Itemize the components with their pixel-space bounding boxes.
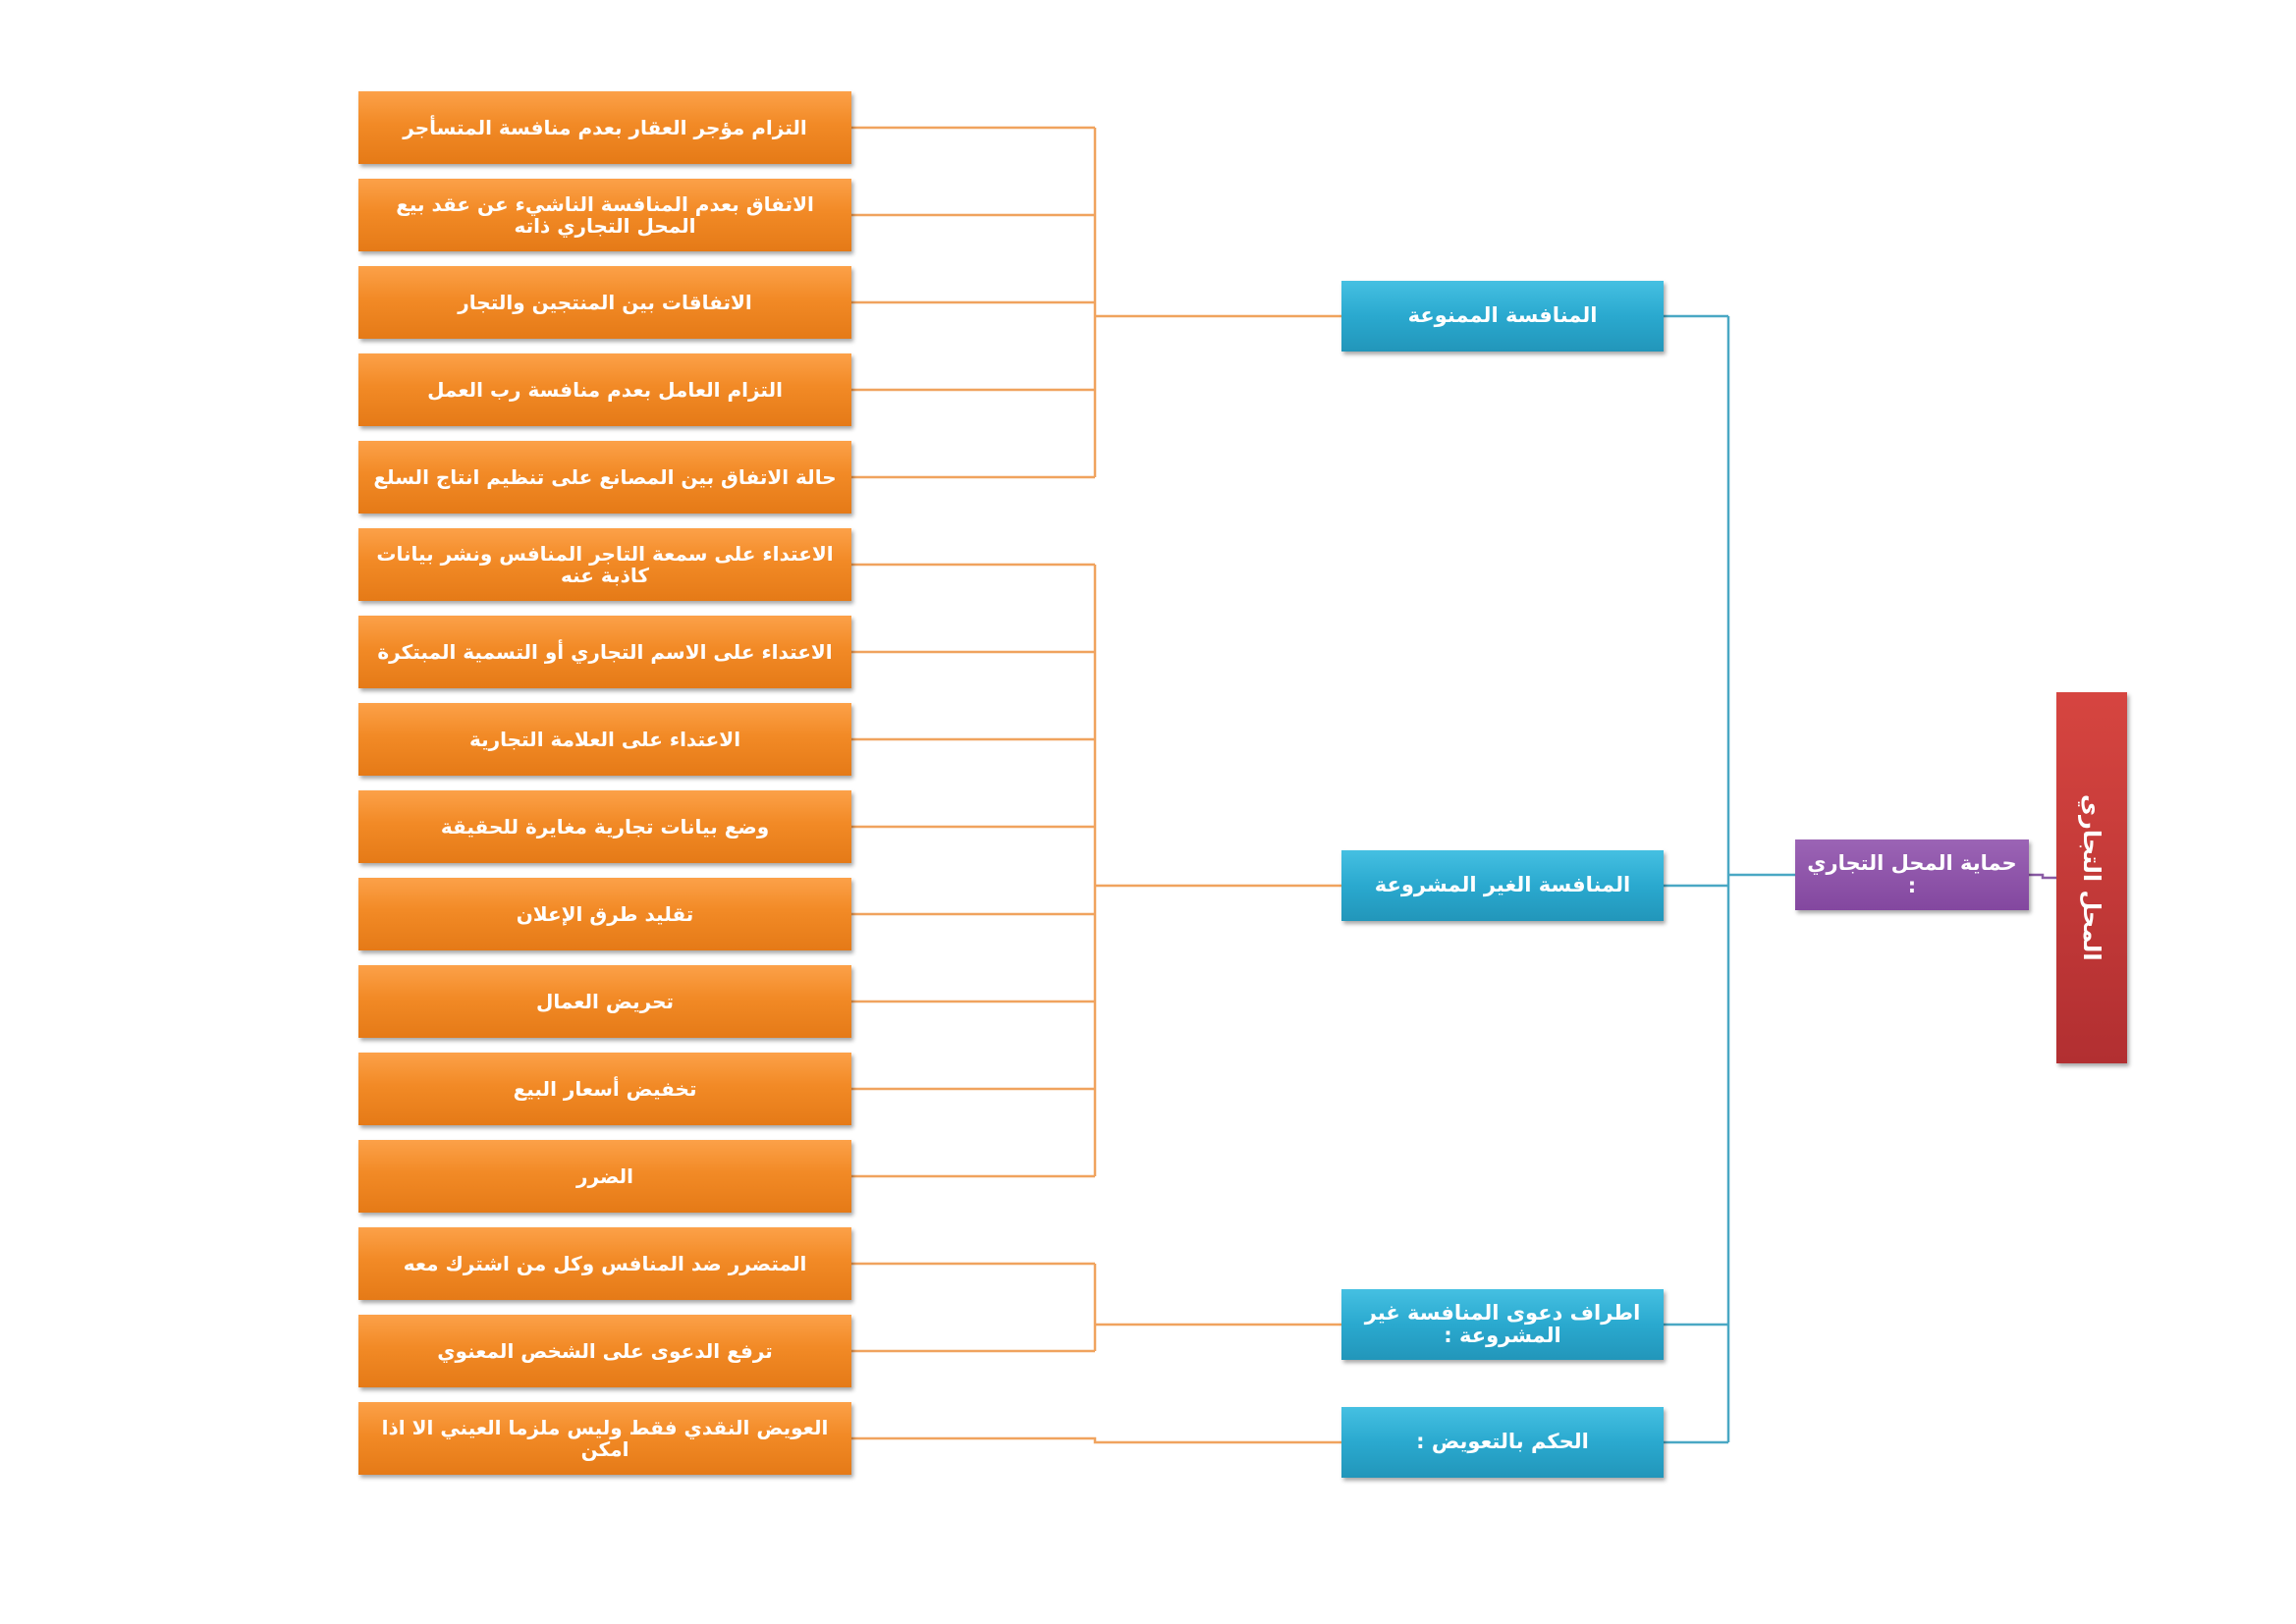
leaf-label: تحريض العمال	[535, 990, 675, 1013]
leaf-label: حالة الاتفاق بين المصانع على تنظيم انتاج…	[373, 465, 837, 489]
branch-node-compensation: الحكم بالتعويض :	[1341, 1407, 1664, 1478]
leaf-label: الاعتداء على الاسم التجاري أو التسمية ال…	[377, 640, 833, 664]
leaf-box: الاعتداء على العلامة التجارية	[358, 703, 851, 776]
branch-node-lawsuit-parties: اطراف دعوى المنافسة غير المشروعة :	[1341, 1289, 1664, 1360]
connector-main	[1664, 314, 1795, 1444]
leaf-label: ترفع الدعوى على الشخص المعنوي	[437, 1339, 773, 1363]
main-label: حماية المحل التجاري :	[1807, 850, 2017, 897]
leaf-box: الضرر	[358, 1140, 851, 1213]
leaf-box: وضع بيانات تجارية مغايرة للحقيقة	[358, 790, 851, 863]
leaf-label: العويض النقدي فقط وليس ملزما العيني الا …	[381, 1416, 829, 1461]
leaf-label: الاتفاقات بين المنتجين والتجار	[458, 291, 752, 314]
branch-node-unfair-competition: المنافسة الغير المشروعة	[1341, 850, 1664, 921]
connector-branch-3	[851, 1262, 1341, 1353]
leaf-label: الاتفاق بعدم المنافسة الناشيء عن عقد بيع…	[396, 192, 814, 238]
leaf-box: المتضرر ضد المنافس وكل من اشترك معه	[358, 1227, 851, 1300]
branch-label: المنافسة الممنوعة	[1407, 303, 1598, 328]
leaf-box: ترفع الدعوى على الشخص المعنوي	[358, 1315, 851, 1387]
leaf-box: تخفيض أسعار البيع	[358, 1053, 851, 1125]
leaf-label: التزام العامل بعدم منافسة رب العمل	[427, 378, 783, 402]
connector-branch-1	[851, 126, 1341, 479]
leaf-label: تخفيض أسعار البيع	[513, 1077, 697, 1101]
leaf-label: المتضرر ضد المنافس وكل من اشترك معه	[403, 1252, 807, 1275]
leaf-box: تقليد طرق الإعلان	[358, 878, 851, 950]
main-node: حماية المحل التجاري :	[1795, 839, 2029, 910]
leaf-box: الاتفاقات بين المنتجين والتجار	[358, 266, 851, 339]
root-label: المحل التجاري	[2078, 794, 2106, 961]
leaf-label: الاعتداء على سمعة التاجر المنافس ونشر بي…	[376, 542, 834, 587]
leaf-box: التزام مؤجر العقار بعدم منافسة المتسأجر	[358, 91, 851, 164]
branch-label: اطراف دعوى المنافسة غير المشروعة :	[1364, 1300, 1641, 1347]
connector-branch-4	[851, 1436, 1341, 1444]
leaf-label: الاعتداء على العلامة التجارية	[468, 728, 741, 751]
leaf-label: التزام مؤجر العقار بعدم منافسة المتسأجر	[403, 116, 807, 139]
root-node: المحل التجاري	[2056, 692, 2127, 1063]
leaf-label: الضرر	[575, 1164, 634, 1188]
leaf-box: العويض النقدي فقط وليس ملزما العيني الا …	[358, 1402, 851, 1475]
leaf-box: الاتفاق بعدم المنافسة الناشيء عن عقد بيع…	[358, 179, 851, 251]
branch-label: الحكم بالتعويض :	[1416, 1430, 1589, 1454]
leaf-box: حالة الاتفاق بين المصانع على تنظيم انتاج…	[358, 441, 851, 514]
leaf-label: وضع بيانات تجارية مغايرة للحقيقة	[440, 815, 770, 839]
connector-branch-2	[851, 563, 1341, 1178]
leaf-box: الاعتداء على سمعة التاجر المنافس ونشر بي…	[358, 528, 851, 601]
branch-label: المنافسة الغير المشروعة	[1374, 873, 1631, 897]
leaf-box: الاعتداء على الاسم التجاري أو التسمية ال…	[358, 616, 851, 688]
branch-node-prohibited-competition: المنافسة الممنوعة	[1341, 281, 1664, 352]
leaf-box: تحريض العمال	[358, 965, 851, 1038]
leaf-label: تقليد طرق الإعلان	[516, 902, 694, 926]
leaf-box: التزام العامل بعدم منافسة رب العمل	[358, 353, 851, 426]
connector-root	[2029, 873, 2056, 880]
